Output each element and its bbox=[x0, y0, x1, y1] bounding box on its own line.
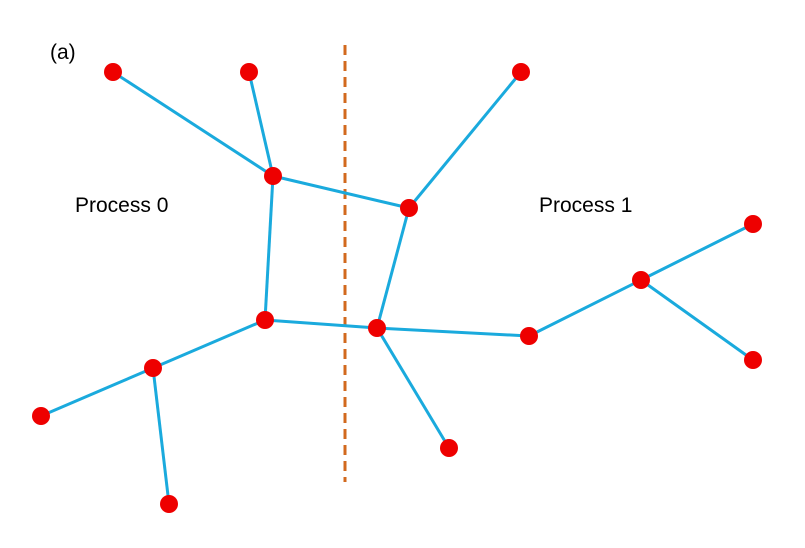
edge-i-j bbox=[375, 207, 411, 329]
edge-c-i bbox=[272, 174, 410, 210]
node-n bbox=[744, 215, 762, 233]
node-b bbox=[240, 63, 258, 81]
node-a bbox=[104, 63, 122, 81]
node-g bbox=[160, 495, 178, 513]
edge-j-l bbox=[376, 326, 530, 338]
node-d bbox=[256, 311, 274, 329]
edge-e-f bbox=[40, 366, 154, 418]
node-f bbox=[32, 407, 50, 425]
node-o bbox=[744, 351, 762, 369]
edge-d-j bbox=[264, 318, 378, 330]
process-1-label: Process 1 bbox=[539, 194, 633, 217]
edge-c-d bbox=[263, 175, 275, 321]
edge-d-e bbox=[152, 318, 266, 370]
edge-m-o bbox=[640, 278, 754, 362]
edge-l-m bbox=[528, 278, 642, 338]
edge-j-k bbox=[375, 327, 451, 449]
edge-h-i bbox=[407, 71, 523, 209]
node-e bbox=[144, 359, 162, 377]
edge-e-g bbox=[151, 367, 171, 505]
node-m bbox=[632, 271, 650, 289]
node-c bbox=[264, 167, 282, 185]
panel-label: (a) bbox=[50, 41, 76, 64]
graph-nodes bbox=[32, 63, 762, 513]
node-j bbox=[368, 319, 386, 337]
node-l bbox=[520, 327, 538, 345]
node-k bbox=[440, 439, 458, 457]
edge-b-c bbox=[247, 71, 275, 177]
node-i bbox=[400, 199, 418, 217]
node-h bbox=[512, 63, 530, 81]
graph-edges bbox=[40, 70, 754, 505]
edge-a-c bbox=[112, 70, 274, 178]
process-0-label: Process 0 bbox=[75, 194, 169, 217]
edge-m-n bbox=[640, 222, 754, 282]
